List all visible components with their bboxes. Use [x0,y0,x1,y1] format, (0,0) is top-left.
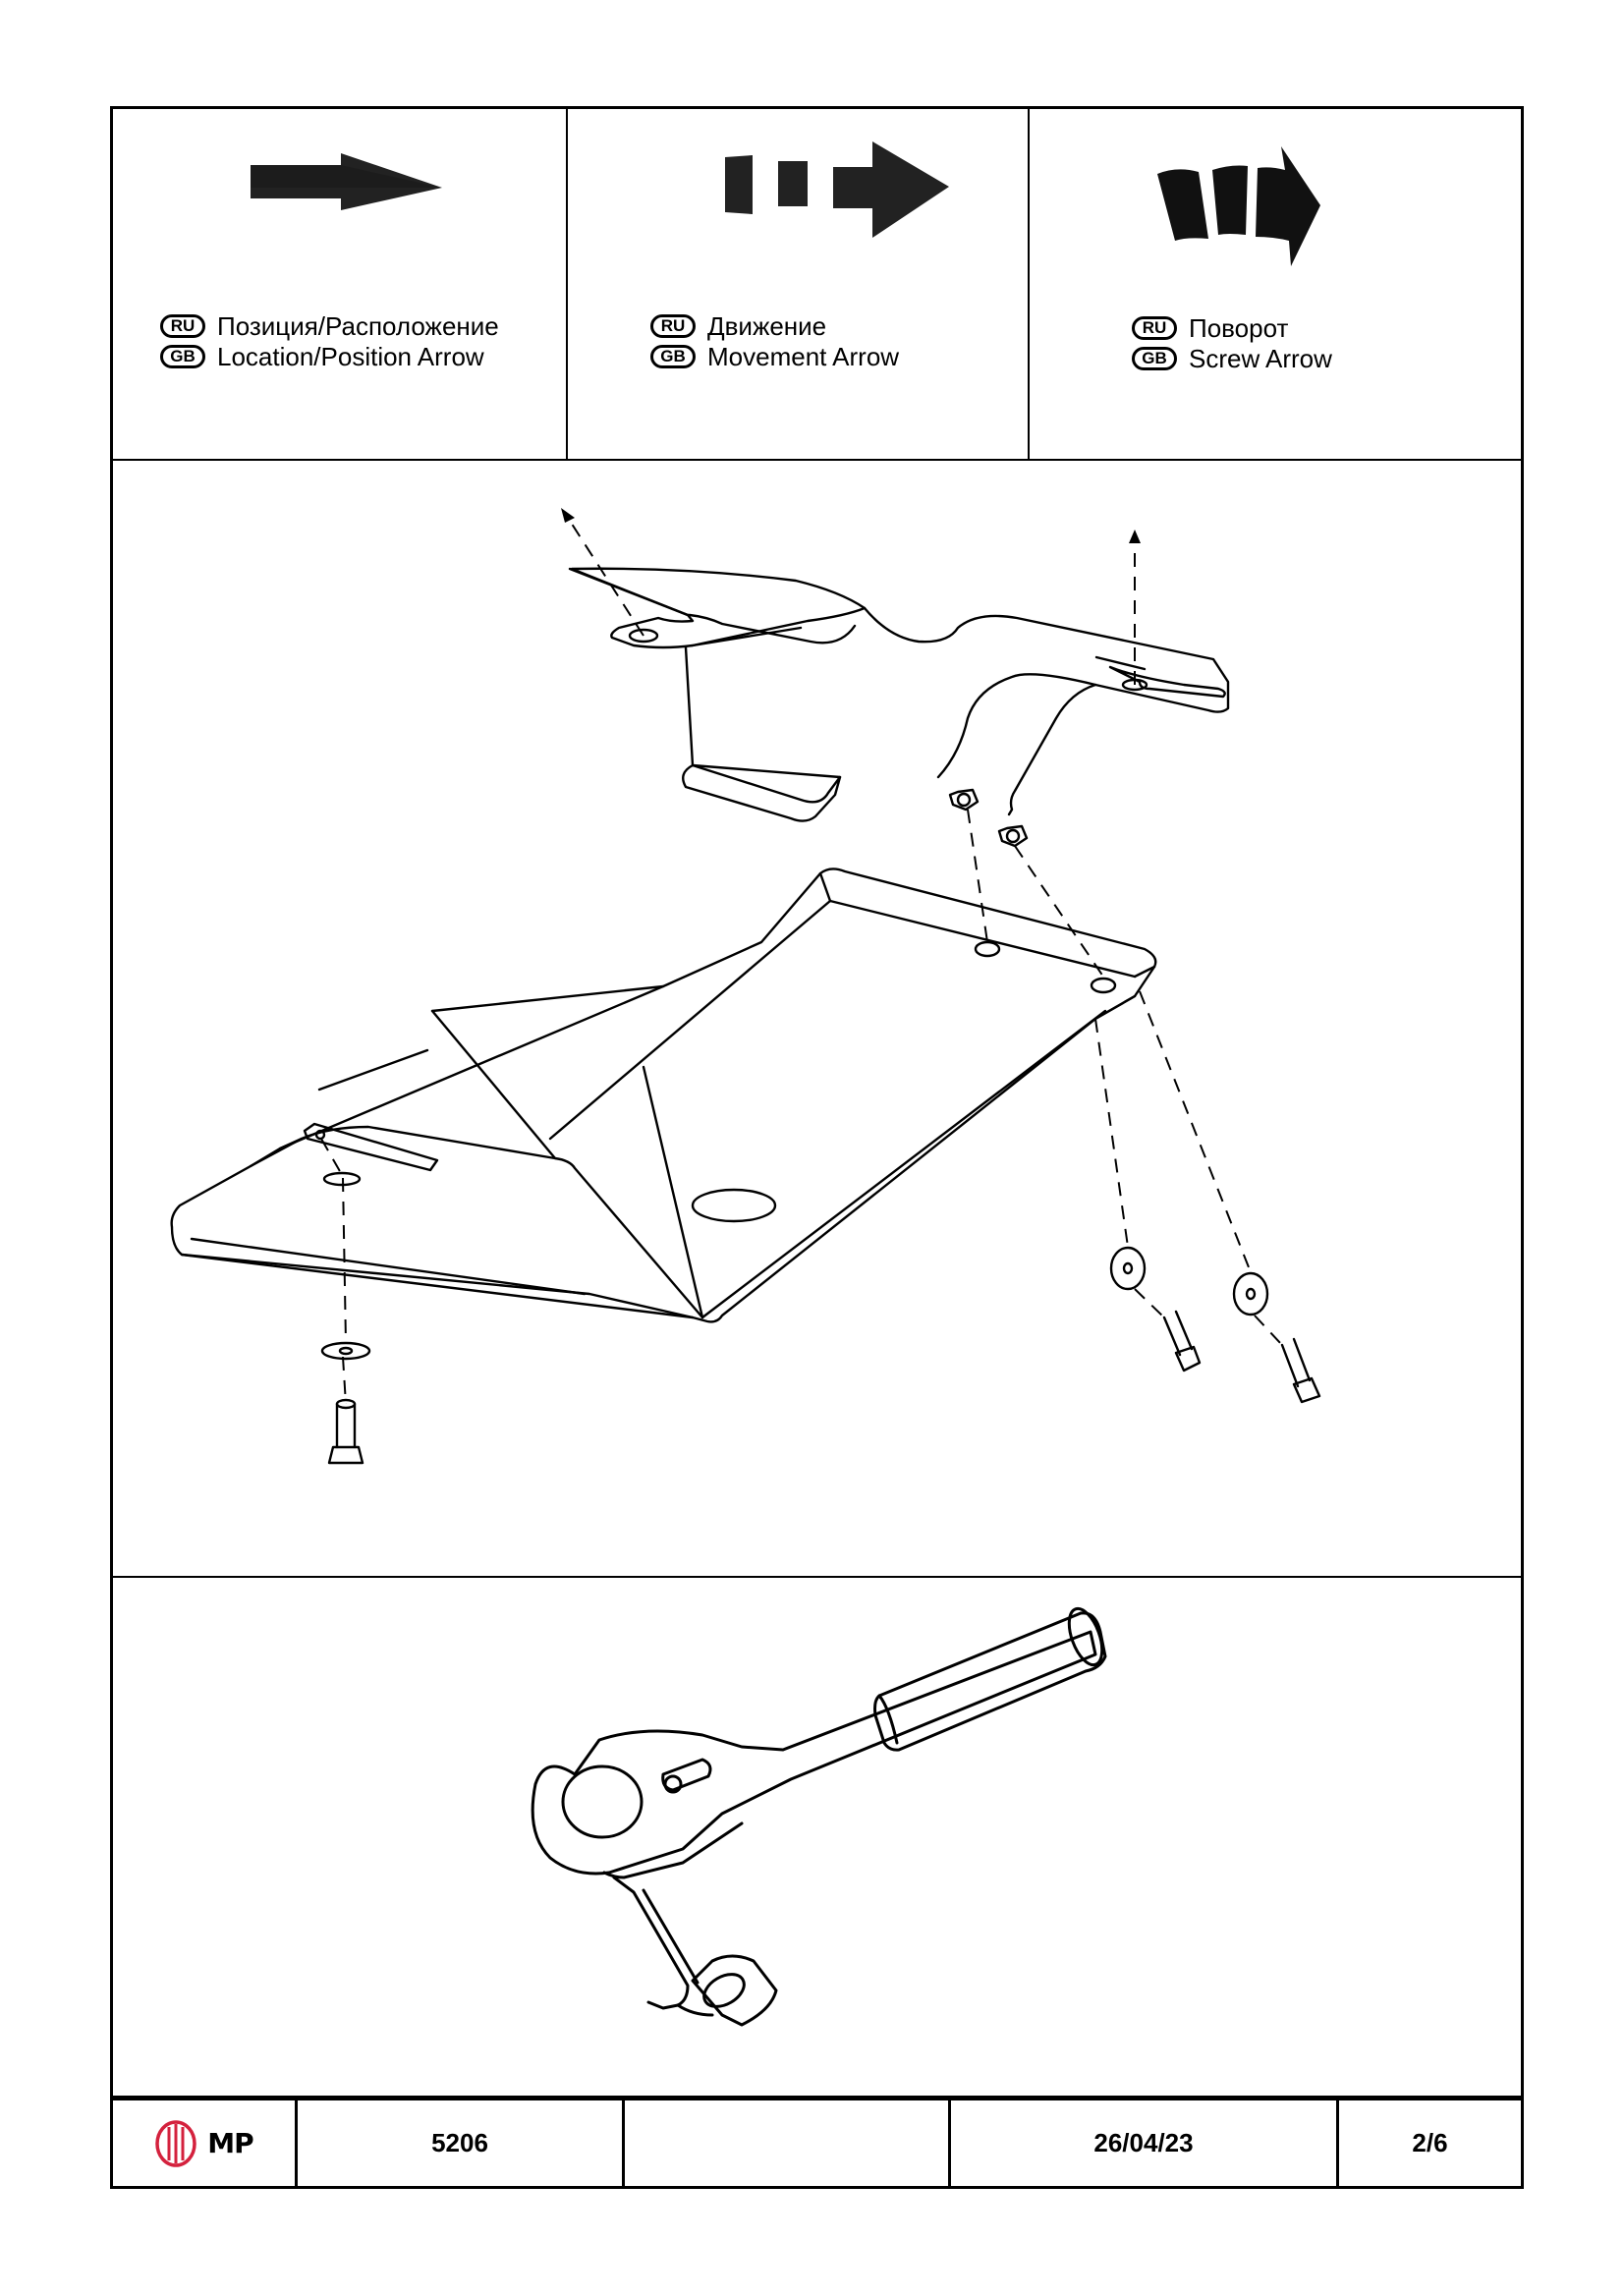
gb-badge: GB [650,345,696,368]
legend-movement-arrow: RU Движение GB Movement Arrow [568,109,1030,459]
direction-arrowheads [561,508,1141,543]
gb-badge: GB [160,345,205,368]
arrow-legend: RU Позиция/Расположение GB Location/Posi… [113,109,1521,461]
legend-location-arrow: RU Позиция/Расположение GB Location/Posi… [113,109,568,459]
spacer-plate [303,1122,439,1172]
legend-ru-text: Позиция/Расположение [217,311,499,341]
empty-cell [625,2100,951,2186]
curved-screw-arrow-icon [1157,146,1320,266]
date: 26/04/23 [951,2100,1339,2186]
cage-nut [948,788,1029,848]
washer-bolt-left [320,1341,371,1465]
legend-gb-text: Movement Arrow [707,342,900,371]
logo-text: MP [207,2127,253,2159]
washer-bolt-right-1 [1109,1246,1202,1372]
document-frame: RU Позиция/Расположение GB Location/Posi… [110,106,1524,2189]
legend-ru-text: Движение [707,311,827,341]
ratchet-wrench-illustration [531,1606,1107,2027]
mp-logo-icon [155,2119,197,2167]
legend-screw-arrow: RU Поворот GB Screw Arrow [1030,109,1521,459]
upper-bracket [568,567,1230,822]
ru-badge: RU [1132,316,1177,340]
legend-ru-text: Поворот [1189,313,1289,343]
title-block: MP 5206 26/04/23 2/6 [113,2096,1521,2186]
ru-badge: RU [160,314,205,338]
assembly-diagram [113,508,1521,1578]
skid-plate [170,868,1157,1323]
washer-bolt-right-2 [1232,1271,1321,1404]
ru-badge: RU [650,314,696,338]
gb-badge: GB [1132,347,1177,370]
part-number: 5206 [298,2100,625,2186]
page-number: 2/6 [1412,2128,1448,2157]
legend-gb-text: Screw Arrow [1189,344,1332,373]
legend-gb-text: Location/Position Arrow [217,342,484,371]
solid-arrow-icon [251,153,442,210]
dashed-arrow-icon [725,141,949,238]
logo-cell: MP [113,2100,298,2186]
